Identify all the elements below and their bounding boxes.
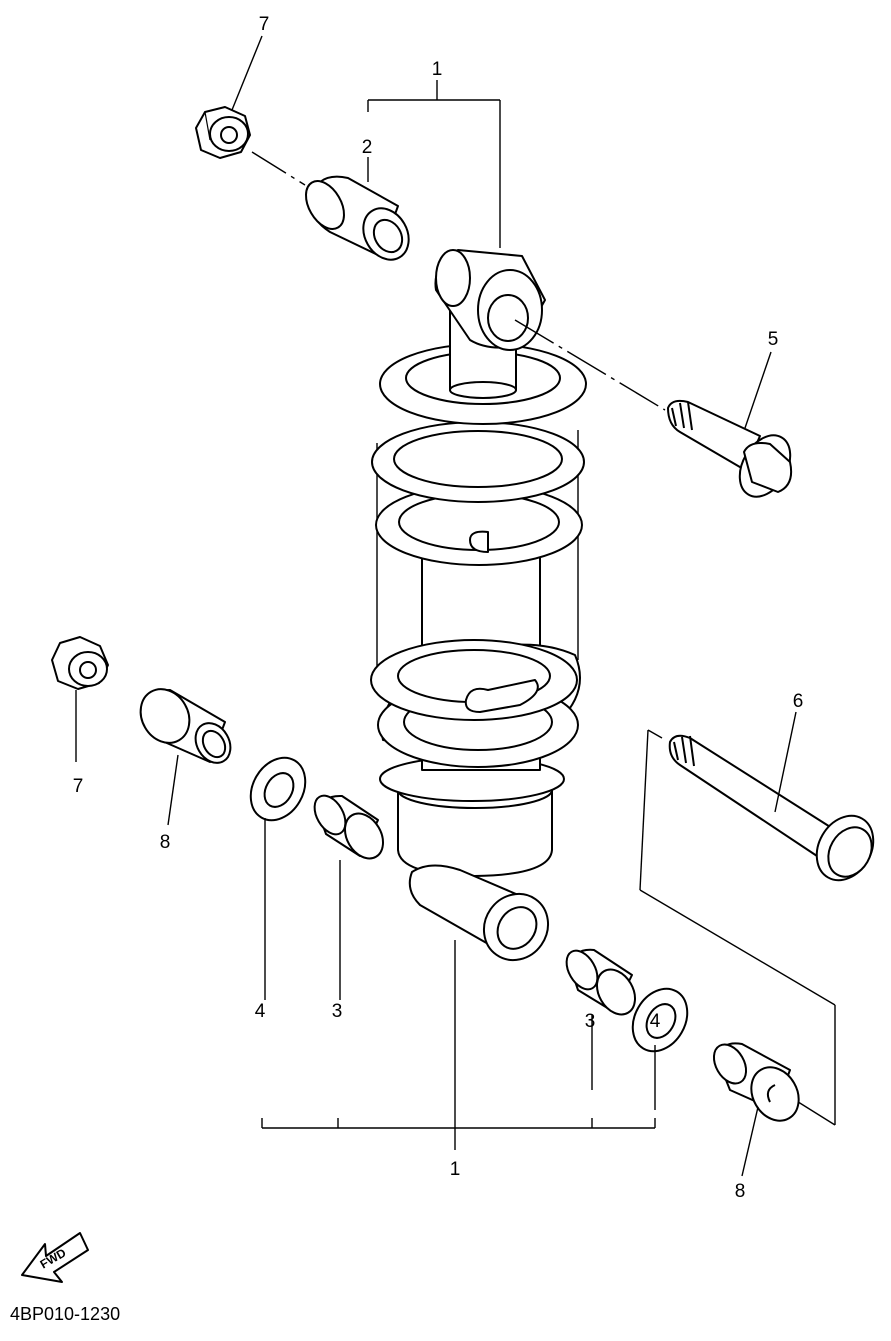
callout-2: 2 xyxy=(362,137,373,158)
leader-nut-top xyxy=(251,151,306,186)
spacer-right xyxy=(565,948,636,1016)
bolt-lower xyxy=(668,734,875,882)
bottom-bracket xyxy=(261,818,656,1150)
washer-right xyxy=(631,987,689,1053)
leader-c8-left xyxy=(167,754,179,826)
callout-3-right: 3 xyxy=(585,1011,596,1032)
bolt-upper xyxy=(667,399,793,498)
diagram-code: 4BP010-1230 xyxy=(10,1304,120,1324)
nut-top xyxy=(195,106,251,159)
callout-7-left: 7 xyxy=(73,776,84,797)
leader-c5 xyxy=(744,351,772,429)
callout-1-top: 1 xyxy=(432,59,443,80)
fwd-arrow-icon: FWD xyxy=(21,1232,89,1283)
callout-4-right: 4 xyxy=(650,1011,661,1032)
callout-7-top: 7 xyxy=(259,14,270,35)
shock-absorber xyxy=(370,249,587,962)
bush-top xyxy=(305,175,410,261)
callout-4-left: 4 xyxy=(255,1001,266,1022)
leader-c6 xyxy=(774,711,797,813)
spacer-left xyxy=(313,794,384,860)
washer-left xyxy=(249,756,307,822)
callout-8-right: 8 xyxy=(735,1181,746,1202)
bracket-right xyxy=(639,729,836,1126)
collar-left xyxy=(139,688,232,764)
leader-c8-right xyxy=(741,1106,759,1177)
collar-right xyxy=(712,1042,800,1122)
callout-5: 5 xyxy=(768,329,779,350)
callout-1-bottom: 1 xyxy=(450,1159,461,1180)
nut-left xyxy=(51,636,109,690)
leader-bolt5 xyxy=(514,319,666,411)
top-bracket xyxy=(367,80,501,248)
callout-3-left: 3 xyxy=(332,1001,343,1022)
callout-6: 6 xyxy=(793,691,804,712)
callout-8-left: 8 xyxy=(160,832,171,853)
leader-c7-top xyxy=(231,35,263,111)
